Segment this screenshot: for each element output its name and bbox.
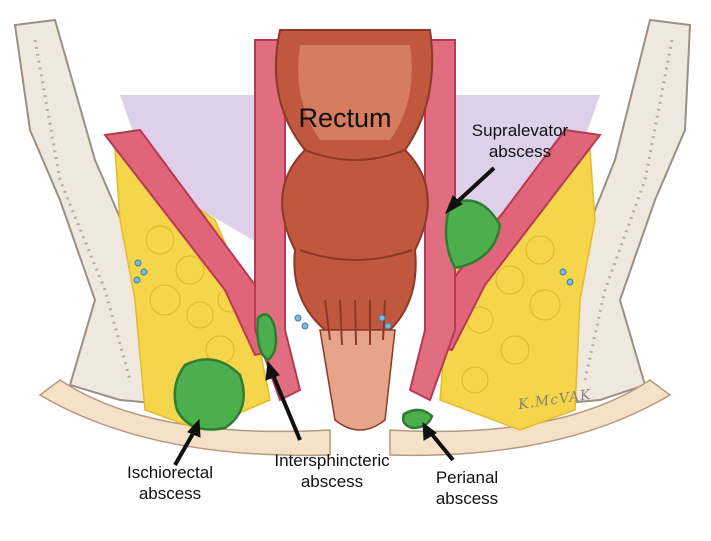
perianal-abscess bbox=[401, 408, 434, 430]
ischiorectal-abscess bbox=[173, 358, 245, 431]
blood-vessels bbox=[133, 259, 574, 330]
right-bone-cortex bbox=[583, 39, 674, 381]
pointer-arrows bbox=[173, 166, 496, 466]
rectum-label: Rectum bbox=[298, 103, 392, 133]
supralevator-label-line1: Supralevator bbox=[471, 121, 569, 140]
pelvic-space bbox=[120, 95, 270, 250]
ischiorectal-label-line1: Ischiorectal bbox=[127, 463, 213, 482]
left-bone-cortex bbox=[33, 39, 132, 381]
fat-lobules bbox=[145, 225, 561, 394]
intersphincteric-label-line2: abscess bbox=[300, 472, 364, 491]
skin-left bbox=[38, 379, 331, 457]
anal-columns bbox=[324, 299, 386, 346]
ischiorectal-abscess-label: Ischiorectal abscess bbox=[105, 462, 235, 504]
supralevator-label-line2: abscess bbox=[488, 142, 552, 161]
intersphincteric-label-line1: Intersphincteric bbox=[274, 451, 390, 470]
supralevator-abscess-label: Supralevator abscess bbox=[450, 120, 590, 162]
perianal-abscess-label: Perianal abscess bbox=[412, 467, 522, 509]
intersphincteric-abscess-label: Intersphincteric abscess bbox=[252, 450, 412, 492]
supralevator-abscess bbox=[444, 199, 502, 270]
perianal-label-line1: Perianal bbox=[435, 468, 499, 487]
rectum-fold-2 bbox=[299, 249, 413, 261]
rectum-highlight bbox=[298, 45, 412, 140]
ischiorectal-label-line2: abscess bbox=[138, 484, 202, 503]
perianal-label-line2: abscess bbox=[435, 489, 499, 508]
intersphincteric-abscess bbox=[256, 313, 278, 362]
right-pelvic-bone bbox=[543, 18, 692, 407]
anal-canal bbox=[319, 329, 396, 431]
rectum-fold-1 bbox=[304, 149, 406, 161]
skin-right bbox=[389, 379, 672, 457]
left-pelvic-bone bbox=[13, 18, 177, 407]
